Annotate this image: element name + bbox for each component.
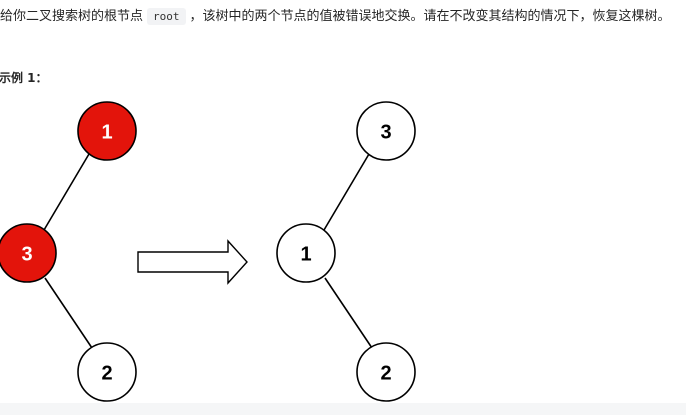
edge-before-3-2 <box>44 277 93 349</box>
before-node-root: 1 <box>77 101 137 161</box>
arrow-shape <box>137 239 248 285</box>
after-node-leaf: 2 <box>356 342 416 402</box>
inline-code-root: root <box>147 8 186 25</box>
before-tree: 1 3 2 <box>0 101 137 402</box>
after-node-root-circle <box>356 101 416 161</box>
desc-text-after: ，该树中的两个节点的值被错误地交换。请在不改变其结构的情况下，恢复这棵树。 <box>189 9 671 24</box>
before-node-leaf-circle <box>77 342 137 402</box>
before-node-leaf: 2 <box>77 342 137 402</box>
after-node-left-label: 1 <box>300 244 311 266</box>
before-node-left-label: 3 <box>21 244 32 266</box>
before-node-left-circle <box>0 223 57 283</box>
before-node-root-label: 1 <box>101 122 112 144</box>
after-tree: 3 1 2 <box>276 101 416 402</box>
after-node-leaf-label: 2 <box>380 363 391 385</box>
edge-after-3-1 <box>323 153 370 231</box>
after-node-left-circle <box>276 223 336 283</box>
right-arrow-icon <box>137 239 248 285</box>
footer-bar <box>0 403 686 415</box>
after-node-leaf-circle <box>356 342 416 402</box>
desc-text-before: 给你二叉搜索树的根节点 <box>0 9 144 24</box>
after-node-root-label: 3 <box>380 122 391 144</box>
before-node-left: 3 <box>0 223 57 283</box>
after-node-left: 1 <box>276 223 336 283</box>
before-node-leaf-label: 2 <box>101 363 112 385</box>
edge-after-1-2 <box>324 277 373 349</box>
example-title: 示例 1： <box>0 71 48 85</box>
after-node-root: 3 <box>356 101 416 161</box>
edge-before-1-3 <box>43 153 90 231</box>
before-node-root-circle <box>77 101 137 161</box>
